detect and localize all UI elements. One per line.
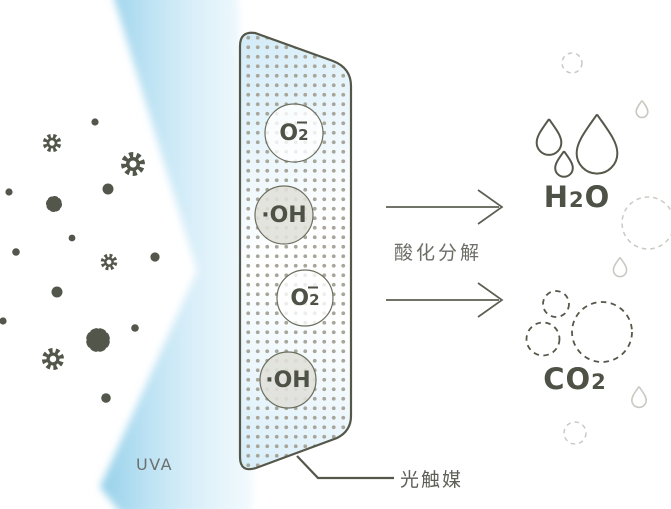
uva-label: UVA xyxy=(136,455,173,474)
superoxide-label: O2 xyxy=(279,121,308,146)
faint-drop-icon xyxy=(635,100,649,118)
leader-line xyxy=(296,455,394,480)
pollutant-particles xyxy=(0,118,160,403)
faint-circle-icon xyxy=(563,421,587,445)
reaction-arrows xyxy=(386,189,504,318)
photocatalyst-label: 光触媒 xyxy=(400,469,463,491)
pollutant-gear-icon xyxy=(121,152,145,176)
water-product: H2O xyxy=(535,112,620,214)
h2o-label: H2O xyxy=(544,180,611,214)
pollutant-gear-icon xyxy=(100,253,118,271)
faint-drop-icon xyxy=(631,386,647,408)
superoxide-label: O2 xyxy=(290,286,319,311)
water-drop-icon xyxy=(574,112,620,176)
pollutant-dot xyxy=(91,118,99,126)
pollutant-dot xyxy=(51,286,63,298)
arrow-top-head-icon xyxy=(477,189,504,225)
pollutant-dot xyxy=(102,183,114,195)
co2-bubble-icon xyxy=(571,301,633,363)
pollutant-dot xyxy=(0,317,7,325)
pollutant-gear-icon xyxy=(42,348,63,369)
faint-circle-icon xyxy=(561,52,583,74)
arrow-bottom-head-icon xyxy=(477,282,504,318)
co2-product: CO2 xyxy=(525,290,633,396)
radical-bubbles: O2 ·OH O2 ·OH xyxy=(254,103,334,409)
pollutant-germ-icon xyxy=(48,198,60,210)
co2-bubble-icon xyxy=(542,290,570,318)
pollutant-dot xyxy=(101,393,111,403)
pollutant-dot xyxy=(131,324,139,332)
pollutant-dot xyxy=(5,188,13,196)
pollutant-dot xyxy=(68,234,76,242)
pollutant-dot xyxy=(150,252,160,262)
hydroxyl-bubble xyxy=(259,351,317,409)
superoxide-bubble xyxy=(264,103,324,163)
pollutant-gear-icon xyxy=(44,135,60,151)
uva-light-beam-icon xyxy=(100,0,253,509)
water-drop-icon xyxy=(535,117,563,157)
pollutant-dot xyxy=(12,248,20,256)
superoxide-bubble xyxy=(276,269,334,327)
faint-circle-icon xyxy=(621,196,671,250)
hydroxyl-label: ·OH xyxy=(265,368,310,393)
faint-accents xyxy=(561,52,671,445)
water-drop-icon xyxy=(554,150,574,178)
reaction-label: 酸化分解 xyxy=(394,242,482,264)
co2-label: CO2 xyxy=(543,362,607,396)
hydroxyl-bubble xyxy=(254,185,314,245)
pollutant-germ-icon xyxy=(88,330,108,350)
photocatalyst-panel: O2 ·OH O2 ·OH xyxy=(238,31,394,480)
faint-drop-icon xyxy=(612,256,628,278)
hydroxyl-label: ·OH xyxy=(261,203,306,228)
co2-bubble-icon xyxy=(525,321,561,357)
